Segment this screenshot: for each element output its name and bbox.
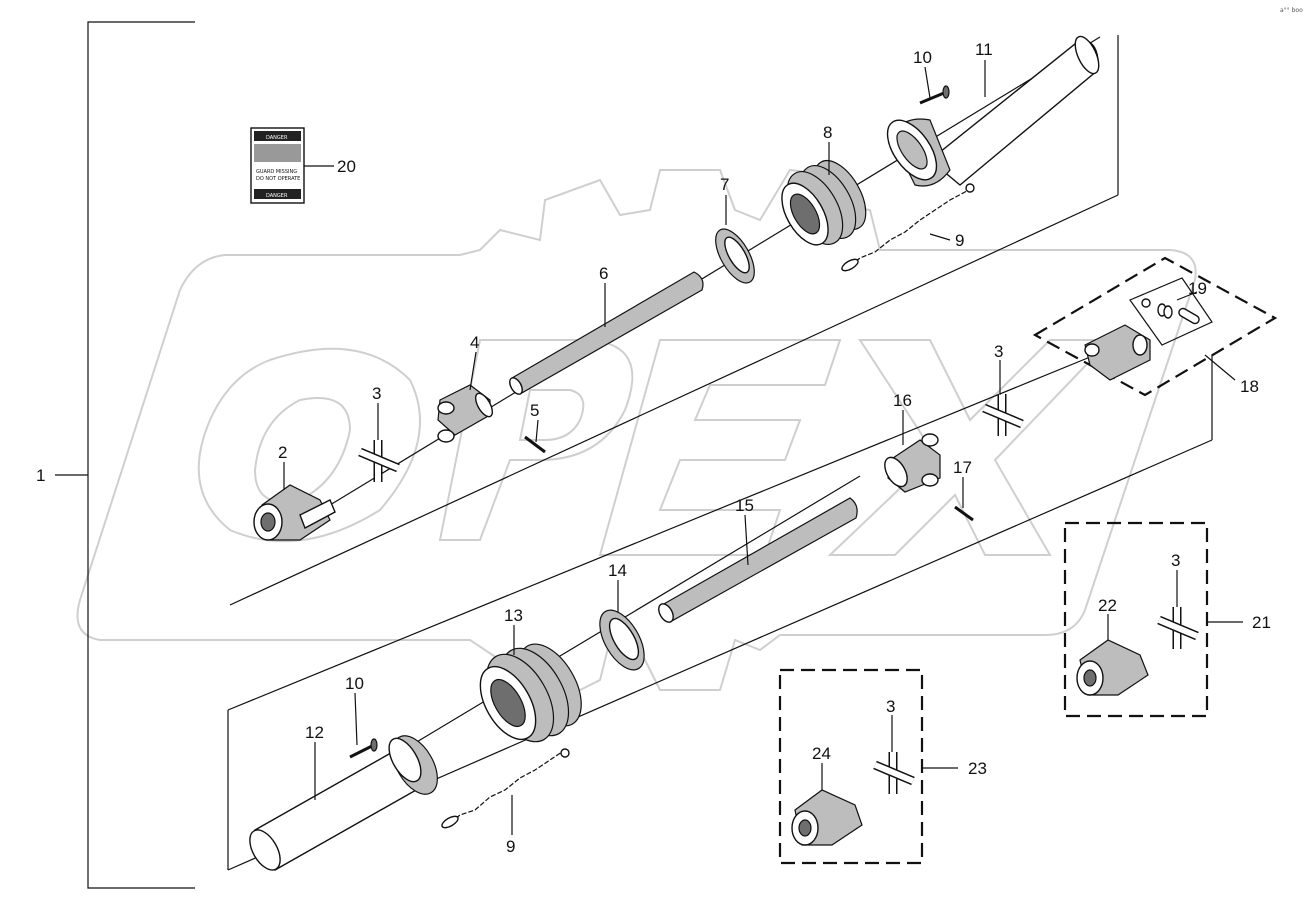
safety-chain-bottom (441, 748, 570, 829)
screw-top (919, 85, 950, 105)
opex-watermark (76, 168, 1197, 702)
decal-line1-text: GUARD MISSING (256, 169, 297, 175)
yoke-kit-box (1032, 256, 1278, 397)
label-3-d: 3 (886, 697, 895, 716)
label-4: 4 (470, 333, 479, 352)
label-6: 6 (599, 264, 608, 283)
label-8: 8 (823, 123, 832, 142)
label-12: 12 (305, 723, 324, 742)
spring-pin-bottom (954, 505, 974, 522)
outer-tube-guard (886, 35, 1100, 187)
cross-kit-upper-right (982, 394, 1024, 436)
label-9-a: 9 (955, 231, 964, 250)
cross-kit-upper-left (358, 440, 400, 482)
label-3-c: 3 (1171, 551, 1180, 570)
tube-yoke (437, 384, 494, 443)
inner-tube-guard (249, 735, 438, 871)
label-21: 21 (1252, 613, 1271, 632)
screw-bottom (349, 738, 378, 759)
label-15: 15 (735, 496, 754, 515)
decal-top-text: DANGER (266, 135, 288, 141)
inner-profile-tube (509, 271, 704, 395)
yoke-option-box-21 (1063, 521, 1209, 718)
label-11: 11 (975, 40, 993, 59)
label-19: 19 (1188, 279, 1207, 298)
label-2: 2 (278, 443, 287, 462)
outer-profile-tube (658, 497, 858, 623)
bearing-ring-bottom (599, 609, 645, 671)
spring-pin-top (524, 435, 546, 454)
label-16: 16 (893, 391, 912, 410)
safety-chain-top (841, 183, 975, 272)
assembly-bracket (55, 21, 195, 889)
label-3-b: 3 (994, 342, 1003, 361)
cross-kit-box-21 (1157, 607, 1199, 649)
label-5: 5 (530, 401, 539, 420)
label-18: 18 (1240, 377, 1259, 396)
label-23: 23 (968, 759, 987, 778)
decal-line2-text: DO NOT OPERATE (256, 176, 300, 182)
label-9-b: 9 (506, 837, 515, 856)
bearing-ring-top (715, 228, 755, 284)
label-10-b: 10 (345, 674, 364, 693)
danger-decal: DANGER GUARD MISSING DO NOT OPERATE DANG… (250, 127, 305, 204)
label-20: 20 (337, 157, 356, 176)
label-14: 14 (608, 561, 627, 580)
bellows-bottom (479, 643, 582, 743)
leader-lines (283, 60, 1243, 835)
label-1: 1 (36, 466, 45, 485)
push-pin-yoke (253, 484, 336, 541)
label-13: 13 (504, 606, 523, 625)
label-22: 22 (1098, 596, 1117, 615)
label-7: 7 (720, 175, 729, 194)
outer-tube-yoke (884, 433, 941, 493)
bellows-top (781, 160, 867, 246)
corner-mark: a°° boo (1280, 7, 1303, 14)
label-3-a: 3 (372, 384, 381, 403)
part-labels: 1 2 3 3 3 3 4 5 6 7 8 9 9 10 10 11 12 13… (36, 40, 1271, 856)
yoke-option-box-23 (778, 668, 924, 865)
label-24: 24 (812, 744, 831, 763)
label-17: 17 (953, 458, 972, 477)
decal-bottom-text: DANGER (266, 193, 288, 199)
label-10-a: 10 (913, 48, 932, 67)
cross-kit-box-23 (873, 752, 915, 794)
wide-angle-yoke (1084, 324, 1151, 381)
